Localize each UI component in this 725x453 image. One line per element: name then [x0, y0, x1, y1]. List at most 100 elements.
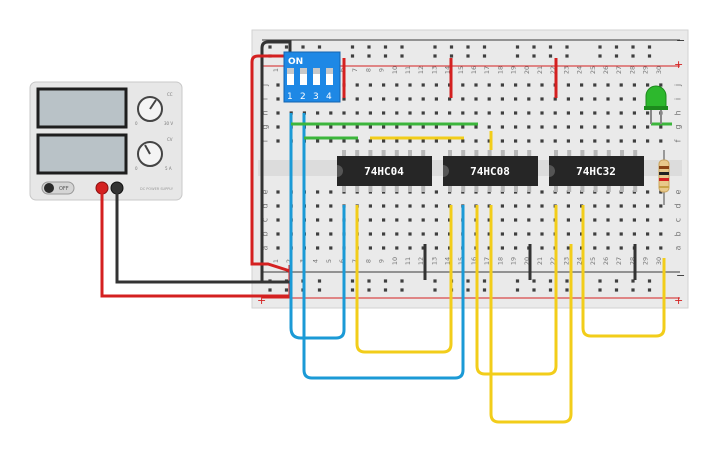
- breadboard-hole[interactable]: [619, 83, 623, 87]
- breadboard-hole[interactable]: [540, 83, 544, 87]
- breadboard-hole[interactable]: [553, 111, 557, 115]
- breadboard-hole[interactable]: [598, 279, 602, 283]
- breadboard-hole[interactable]: [514, 232, 518, 236]
- breadboard-hole[interactable]: [606, 97, 610, 101]
- breadboard-hole[interactable]: [647, 279, 652, 283]
- breadboard-hole[interactable]: [500, 204, 504, 208]
- breadboard-hole[interactable]: [659, 125, 663, 129]
- breadboard-hole[interactable]: [580, 97, 584, 101]
- breadboard-hole[interactable]: [395, 232, 399, 236]
- breadboard-hole[interactable]: [474, 139, 478, 143]
- breadboard-hole[interactable]: [382, 232, 386, 236]
- breadboard-hole[interactable]: [487, 97, 491, 101]
- breadboard-hole[interactable]: [350, 54, 355, 58]
- breadboard-hole[interactable]: [619, 232, 623, 236]
- breadboard-hole[interactable]: [487, 125, 491, 129]
- breadboard-hole[interactable]: [532, 279, 536, 283]
- breadboard-hole[interactable]: [461, 111, 465, 115]
- breadboard-hole[interactable]: [500, 97, 504, 101]
- breadboard-hole[interactable]: [659, 190, 663, 194]
- breadboard-hole[interactable]: [383, 45, 388, 49]
- breadboard-hole[interactable]: [647, 288, 652, 292]
- breadboard-hole[interactable]: [317, 288, 322, 292]
- breadboard-hole[interactable]: [329, 190, 333, 194]
- breadboard-hole[interactable]: [482, 288, 487, 292]
- breadboard-hole[interactable]: [400, 279, 404, 283]
- breadboard-hole[interactable]: [421, 246, 425, 250]
- breadboard-hole[interactable]: [500, 232, 504, 236]
- breadboard-hole[interactable]: [500, 111, 504, 115]
- breadboard-hole[interactable]: [619, 125, 623, 129]
- breadboard-hole[interactable]: [449, 54, 454, 58]
- breadboard-hole[interactable]: [276, 232, 280, 236]
- breadboard-hole[interactable]: [646, 125, 650, 129]
- breadboard-hole[interactable]: [434, 97, 438, 101]
- breadboard-hole[interactable]: [382, 111, 386, 115]
- power-supply[interactable]: CC CV 0 30 V 0 5 A OFF DC POWER SUPPLY: [29, 81, 183, 201]
- breadboard-hole[interactable]: [329, 139, 333, 143]
- breadboard-hole[interactable]: [301, 45, 305, 49]
- breadboard-hole[interactable]: [408, 111, 412, 115]
- breadboard-hole[interactable]: [565, 279, 569, 283]
- breadboard-hole[interactable]: [532, 288, 536, 292]
- breadboard-hole[interactable]: [540, 139, 544, 143]
- breadboard-hole[interactable]: [474, 111, 478, 115]
- breadboard-hole[interactable]: [548, 45, 553, 49]
- breadboard-hole[interactable]: [461, 139, 465, 143]
- dip-switch[interactable]: ON 1 2 3 4: [283, 51, 341, 103]
- breadboard-hole[interactable]: [598, 45, 602, 49]
- breadboard-hole[interactable]: [355, 111, 359, 115]
- breadboard-hole[interactable]: [487, 246, 491, 250]
- breadboard-hole[interactable]: [659, 139, 663, 143]
- breadboard-hole[interactable]: [408, 218, 412, 222]
- breadboard-hole[interactable]: [482, 279, 487, 283]
- breadboard-hole[interactable]: [515, 288, 520, 292]
- breadboard-hole[interactable]: [329, 125, 333, 129]
- breadboard-hole[interactable]: [580, 111, 584, 115]
- breadboard-hole[interactable]: [566, 232, 570, 236]
- breadboard-hole[interactable]: [527, 232, 531, 236]
- breadboard-hole[interactable]: [646, 218, 650, 222]
- breadboard-hole[interactable]: [317, 279, 322, 283]
- breadboard-hole[interactable]: [368, 204, 372, 208]
- breadboard-hole[interactable]: [540, 190, 544, 194]
- breadboard-hole[interactable]: [368, 125, 372, 129]
- breadboard-hole[interactable]: [659, 232, 663, 236]
- breadboard-hole[interactable]: [382, 139, 386, 143]
- breadboard-hole[interactable]: [434, 190, 438, 194]
- breadboard-hole[interactable]: [647, 45, 652, 49]
- breadboard-hole[interactable]: [284, 45, 289, 49]
- breadboard-hole[interactable]: [448, 111, 452, 115]
- breadboard-hole[interactable]: [367, 279, 371, 283]
- breadboard-hole[interactable]: [466, 288, 470, 292]
- wire-yellow-1[interactable]: [355, 205, 453, 354]
- breadboard-hole[interactable]: [268, 288, 272, 292]
- breadboard-hole[interactable]: [382, 97, 386, 101]
- breadboard-hole[interactable]: [316, 190, 320, 194]
- breadboard-hole[interactable]: [408, 204, 412, 208]
- breadboard-hole[interactable]: [553, 139, 557, 143]
- breadboard-hole[interactable]: [276, 204, 280, 208]
- breadboard-hole[interactable]: [540, 204, 544, 208]
- breadboard-hole[interactable]: [565, 45, 569, 49]
- breadboard-hole[interactable]: [514, 97, 518, 101]
- breadboard-hole[interactable]: [646, 139, 650, 143]
- breadboard-hole[interactable]: [566, 125, 570, 129]
- breadboard-hole[interactable]: [515, 54, 520, 58]
- breadboard-hole[interactable]: [527, 218, 531, 222]
- breadboard-hole[interactable]: [487, 204, 491, 208]
- breadboard-hole[interactable]: [329, 111, 333, 115]
- breadboard-hole[interactable]: [527, 97, 531, 101]
- breadboard-hole[interactable]: [593, 139, 597, 143]
- breadboard-hole[interactable]: [500, 83, 504, 87]
- breadboard-hole[interactable]: [514, 139, 518, 143]
- wire-yellow-3[interactable]: [489, 205, 573, 424]
- breadboard-hole[interactable]: [382, 204, 386, 208]
- breadboard-hole[interactable]: [593, 204, 597, 208]
- dip-toggle-2[interactable]: [300, 68, 307, 85]
- breadboard-hole[interactable]: [395, 111, 399, 115]
- breadboard-hole[interactable]: [614, 54, 619, 58]
- breadboard-hole[interactable]: [368, 111, 372, 115]
- breadboard-hole[interactable]: [598, 288, 602, 292]
- breadboard-hole[interactable]: [532, 45, 536, 49]
